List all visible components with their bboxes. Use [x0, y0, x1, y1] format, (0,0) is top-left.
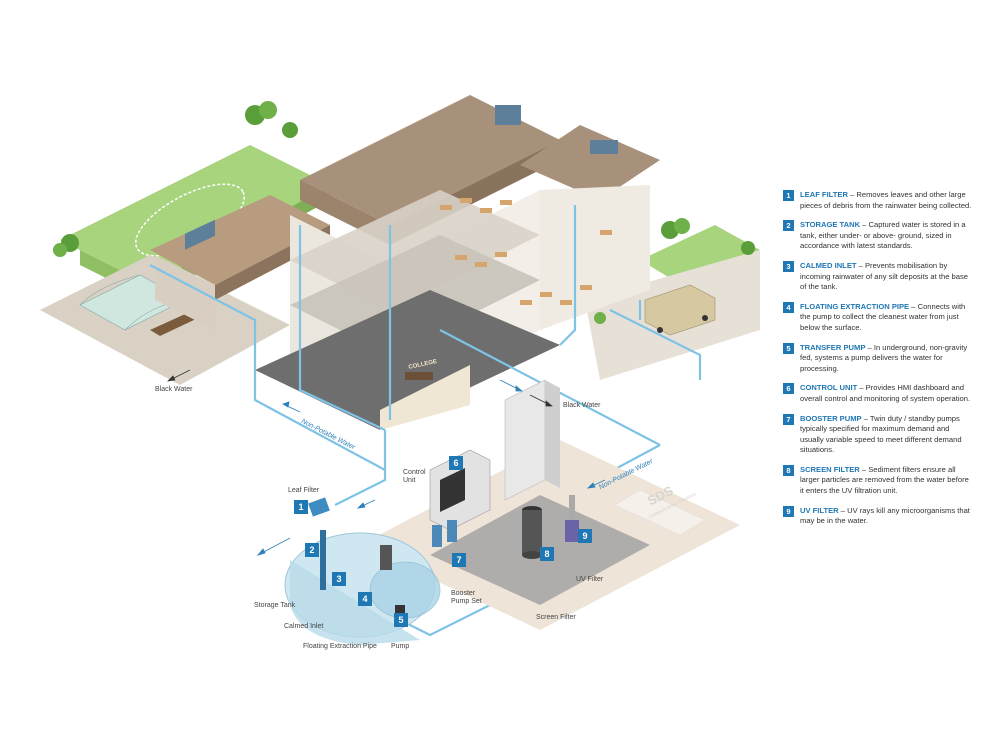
legend-number: 9 — [783, 505, 794, 517]
legend-text: – Captured water is stored in a tank, ei… — [800, 220, 966, 251]
van — [644, 284, 716, 336]
label-black-water-right: Black Water — [563, 402, 601, 409]
legend-text: – Sediment filters ensure all larger par… — [800, 464, 969, 496]
legend-title: BOOSTER PUMP — [800, 413, 862, 423]
label-screen-filter: Screen Filter — [536, 614, 576, 621]
legend-item: 3 CALMED INLET – Prevents mobilisation by… — [783, 260, 973, 293]
legend-number: 3 — [783, 260, 794, 272]
label-leaf-filter: Leaf Filter — [288, 487, 320, 494]
callout-badge-6: 6 — [449, 456, 463, 470]
legend-number: 2 — [783, 220, 794, 232]
legend-text: – UV rays kill any microorganisms that m… — [800, 505, 970, 526]
legend-item: 5 TRANSFER PUMP – In underground, non-gra… — [783, 342, 973, 375]
legend-title: STORAGE TANK — [800, 220, 861, 230]
callout-badge-3: 3 — [332, 572, 346, 586]
legend-title: UV FILTER — [800, 505, 839, 515]
legend-number: 6 — [783, 383, 794, 395]
legend-item: 4 FLOATING EXTRACTION PIPE – Connects wit… — [783, 301, 973, 334]
legend-number: 8 — [783, 464, 794, 476]
legend-text: – Twin duty / standby pumps typically sp… — [800, 413, 962, 455]
label-storage-tank: Storage Tank — [254, 602, 296, 609]
label-calmed-inlet: Calmed Inlet — [284, 623, 324, 630]
legend-text: – Connects with the pump to collect the … — [800, 301, 966, 332]
legend-title: TRANSFER PUMP — [800, 342, 866, 352]
legend-item: 1 LEAF FILTER – Removes leaves and other … — [783, 190, 973, 211]
legend: 1 LEAF FILTER – Removes leaves and other … — [783, 190, 973, 536]
callout-badge-1: 1 — [294, 500, 308, 514]
callout-badge-5: 5 — [394, 613, 408, 627]
legend-number: 1 — [783, 190, 794, 201]
label-uv-filter: UV Filter — [576, 576, 604, 583]
label-floating-extraction-pipe: Floating Extraction Pipe — [303, 643, 377, 650]
legend-item: 7 BOOSTER PUMP – Twin duty / standby pump… — [783, 413, 973, 456]
legend-title: CALMED INLET — [800, 260, 857, 270]
callout-badge-7: 7 — [452, 553, 466, 567]
label-booster-pump-set: Booster Pump Set — [451, 590, 482, 605]
legend-number: 5 — [783, 342, 794, 354]
callout-badge-9: 9 — [578, 529, 592, 543]
legend-title: CONTROL UNIT — [800, 383, 858, 393]
college-sign — [405, 372, 433, 380]
legend-title: FLOATING EXTRACTION PIPE — [800, 301, 910, 311]
legend-title: SCREEN FILTER — [800, 464, 860, 474]
flow-arrows — [256, 379, 606, 556]
label-pump: Pump — [391, 643, 410, 650]
legend-text: – Prevents mobilisation by incoming rain… — [800, 260, 968, 292]
label-control-unit: Control Unit — [403, 469, 426, 484]
legend-number: 4 — [783, 301, 794, 313]
trees — [53, 101, 755, 324]
legend-title: LEAF FILTER — [800, 190, 848, 199]
black-water-arrows — [167, 369, 553, 407]
legend-item: 8 SCREEN FILTER – Sediment filters ensure… — [783, 464, 973, 497]
callout-badge-8: 8 — [540, 547, 554, 561]
label-black-water-left: Black Water — [155, 386, 193, 393]
school-building — [150, 95, 660, 430]
legend-text: – In underground, non-gravity fed, syste… — [800, 342, 968, 373]
callout-badge-4: 4 — [358, 592, 372, 606]
legend-item: 9 UV FILTER – UV rays kill any microorgan… — [783, 505, 973, 527]
storage-tank — [284, 497, 441, 645]
legend-text: – Provides HMI dashboard and overall con… — [800, 383, 971, 403]
legend-number: 7 — [783, 413, 794, 425]
legend-item: 2 STORAGE TANK – Captured water is stored… — [783, 220, 973, 252]
legend-text: – Removes leaves and other large pieces … — [800, 190, 972, 210]
legend-item: 6 CONTROL UNIT – Provides HMI dashboard a… — [783, 383, 973, 404]
callout-badge-2: 2 — [305, 543, 319, 557]
